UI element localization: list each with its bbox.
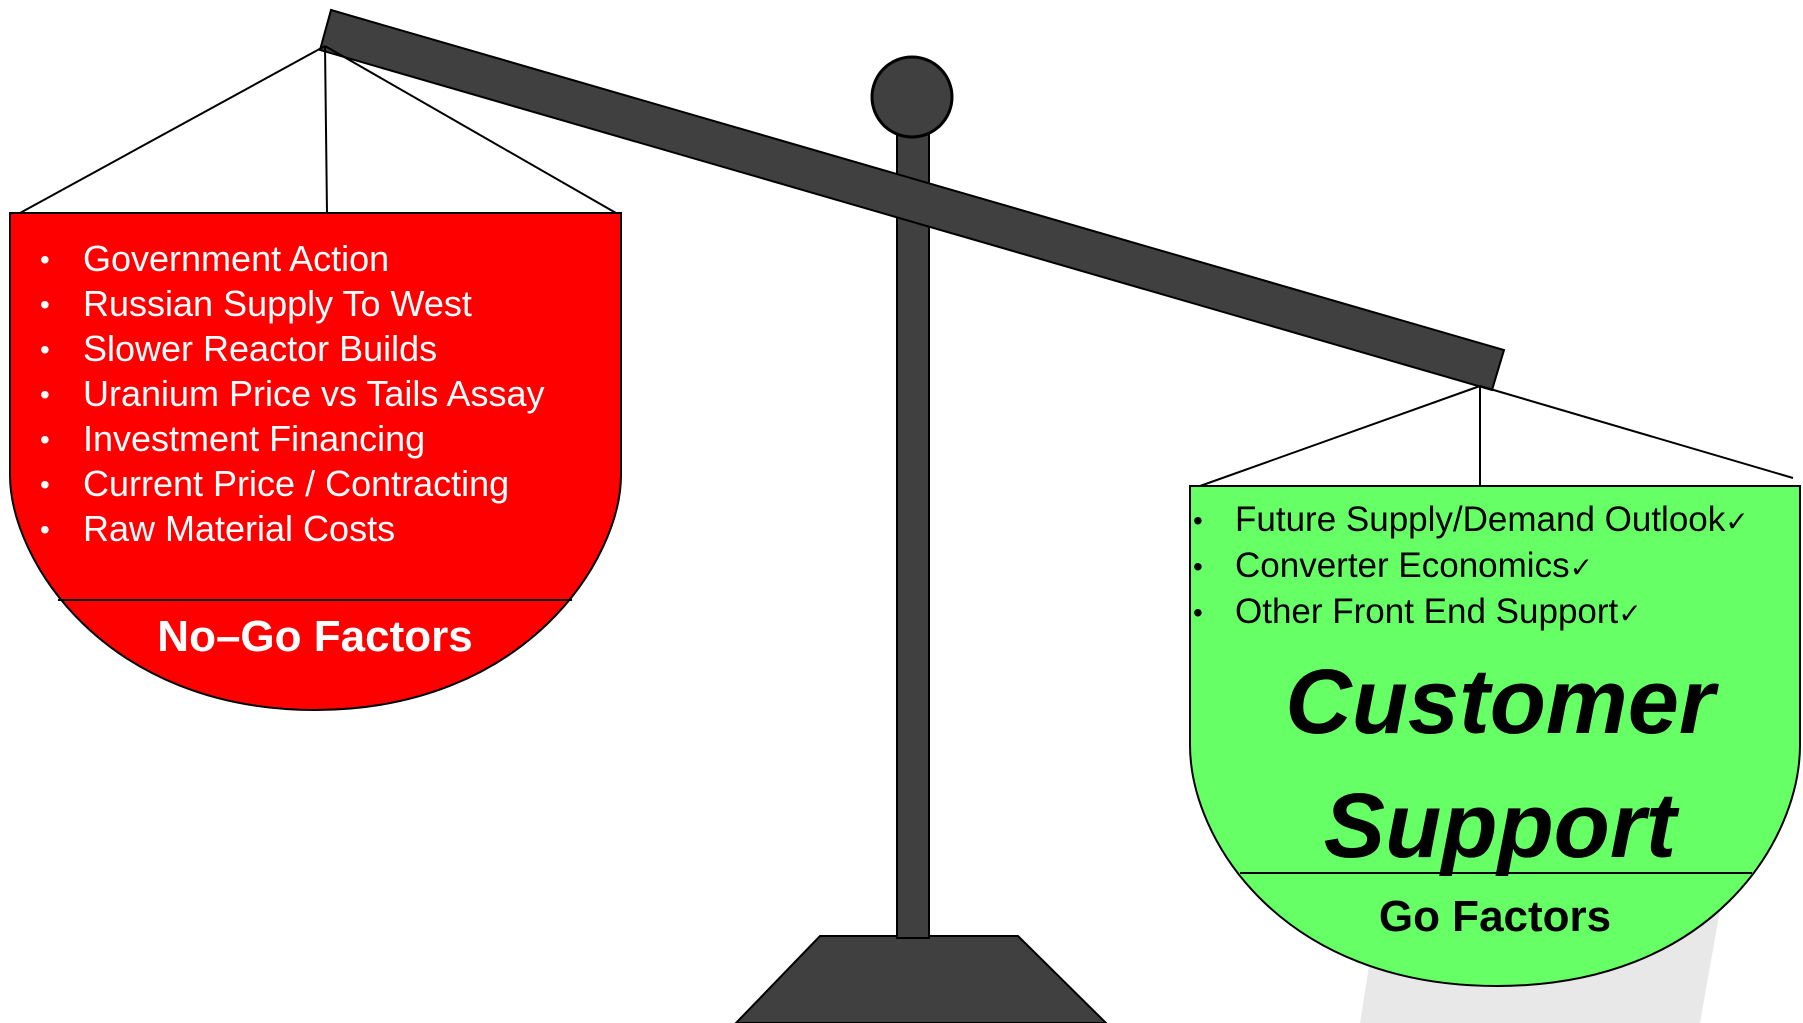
factor-text: Converter Economics xyxy=(1235,546,1570,585)
checkmark-icon: ✓ xyxy=(1725,505,1749,538)
list-item: •Future Supply/Demand Outlook✓ xyxy=(1193,500,1749,539)
list-item: •Other Front End Support✓ xyxy=(1193,592,1642,631)
list-item: •Russian Supply To West xyxy=(40,283,472,324)
go-factor-list: •Future Supply/Demand Outlook✓ •Converte… xyxy=(1193,498,1749,636)
factor-text: Other Front End Support xyxy=(1235,592,1619,631)
factor-text: Slower Reactor Builds xyxy=(83,328,438,369)
left-pan xyxy=(9,212,622,712)
left-pan-strings xyxy=(19,45,617,214)
checkmark-icon: ✓ xyxy=(1569,551,1594,584)
list-item: •Uranium Price vs Tails Assay xyxy=(40,373,545,414)
pivot-knob xyxy=(870,55,954,139)
list-item: •Government Action xyxy=(40,238,390,279)
no-go-factor-list: •Government Action •Russian Supply To We… xyxy=(40,236,544,551)
factor-text: Raw Material Costs xyxy=(83,508,396,549)
factor-text: Investment Financing xyxy=(83,418,426,459)
no-go-factors-label: No–Go Factors xyxy=(157,612,473,661)
list-item: •Converter Economics✓ xyxy=(1193,546,1594,585)
checkmark-icon: ✓ xyxy=(1618,597,1642,630)
headline-line-1: Customer xyxy=(1285,651,1715,753)
go-factors-label: Go Factors xyxy=(1378,892,1612,941)
list-item: •Current Price / Contracting xyxy=(40,463,510,504)
list-item: •Raw Material Costs xyxy=(40,508,396,549)
factor-text: Future Supply/Demand Outlook xyxy=(1235,500,1726,539)
customer-support-headline: Customer Support xyxy=(1190,640,1803,888)
factor-text: Current Price / Contracting xyxy=(83,463,510,504)
factor-text: Government Action xyxy=(83,238,390,279)
list-item: •Investment Financing xyxy=(40,418,426,459)
scale-base xyxy=(734,935,1108,1023)
scale-pillar xyxy=(896,129,930,939)
factor-text: Russian Supply To West xyxy=(83,283,472,324)
list-item: •Slower Reactor Builds xyxy=(40,328,438,369)
right-pan xyxy=(1189,485,1801,988)
factor-text: Uranium Price vs Tails Assay xyxy=(83,373,545,414)
headline-line-2: Support xyxy=(1323,775,1677,877)
right-pan-strings xyxy=(1199,385,1794,487)
